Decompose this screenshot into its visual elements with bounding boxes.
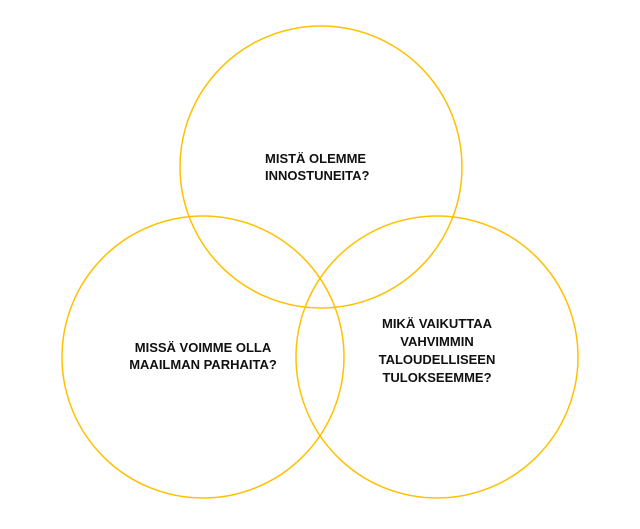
label-line: TULOKSEEMME?	[382, 370, 492, 385]
label-line: MISTÄ OLEMME	[265, 151, 367, 166]
label-line: INNOSTUNEITA?	[265, 168, 370, 183]
label-line: MAAILMAN PARHAITA?	[129, 357, 277, 372]
label-line: MISSÄ VOIMME OLLA	[134, 340, 272, 355]
circle-right	[295, 215, 579, 499]
circle-left	[61, 215, 345, 499]
label-best-in-world: MISSÄ VOIMME OLLA MAAILMAN PARHAITA?	[103, 339, 303, 373]
label-passion: MISTÄ OLEMME INNOSTUNEITA?	[265, 150, 369, 184]
circle-top	[179, 25, 463, 309]
label-economic-engine: MIKÄ VAIKUTTAA VAHVIMMIN TALOUDELLISEEN …	[357, 315, 517, 387]
label-line: TALOUDELLISEEN	[378, 352, 496, 367]
label-line: MIKÄ VAIKUTTAA	[381, 316, 492, 331]
label-line: VAHVIMMIN	[400, 334, 474, 349]
